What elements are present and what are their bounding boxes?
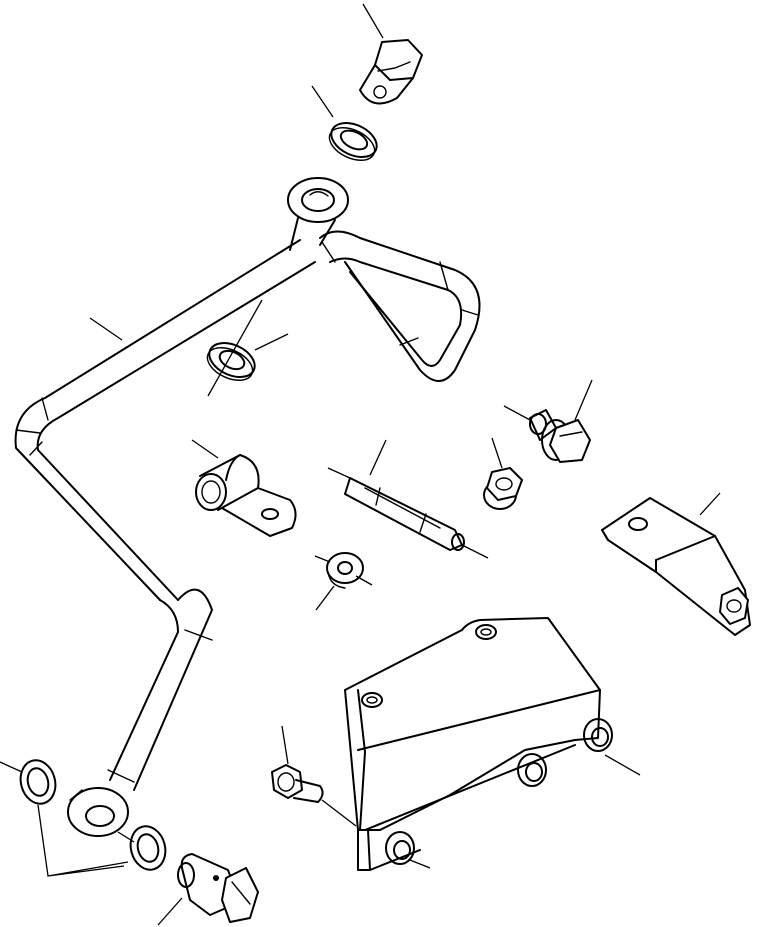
washer-leader — [37, 804, 129, 877]
flange-nut — [483, 437, 523, 510]
sealing-washer-lower-left — [0, 759, 57, 805]
stud — [327, 439, 489, 559]
bracket-plate — [601, 492, 751, 636]
mounting-bracket — [344, 617, 641, 871]
sealing-washer-middle — [206, 299, 289, 397]
sealing-washer-lower-right — [129, 825, 167, 871]
tube-clamp — [191, 439, 297, 537]
banjo-bolt-top — [359, 3, 423, 105]
lubrication-tube — [14, 177, 481, 837]
assembly-axis-bottom — [117, 831, 135, 843]
banjo-bolt-bottom — [157, 853, 259, 926]
flange-bolt — [503, 379, 593, 463]
hex-bolt — [271, 725, 357, 827]
flat-washer — [314, 552, 373, 611]
sealing-washer-top — [311, 85, 378, 161]
